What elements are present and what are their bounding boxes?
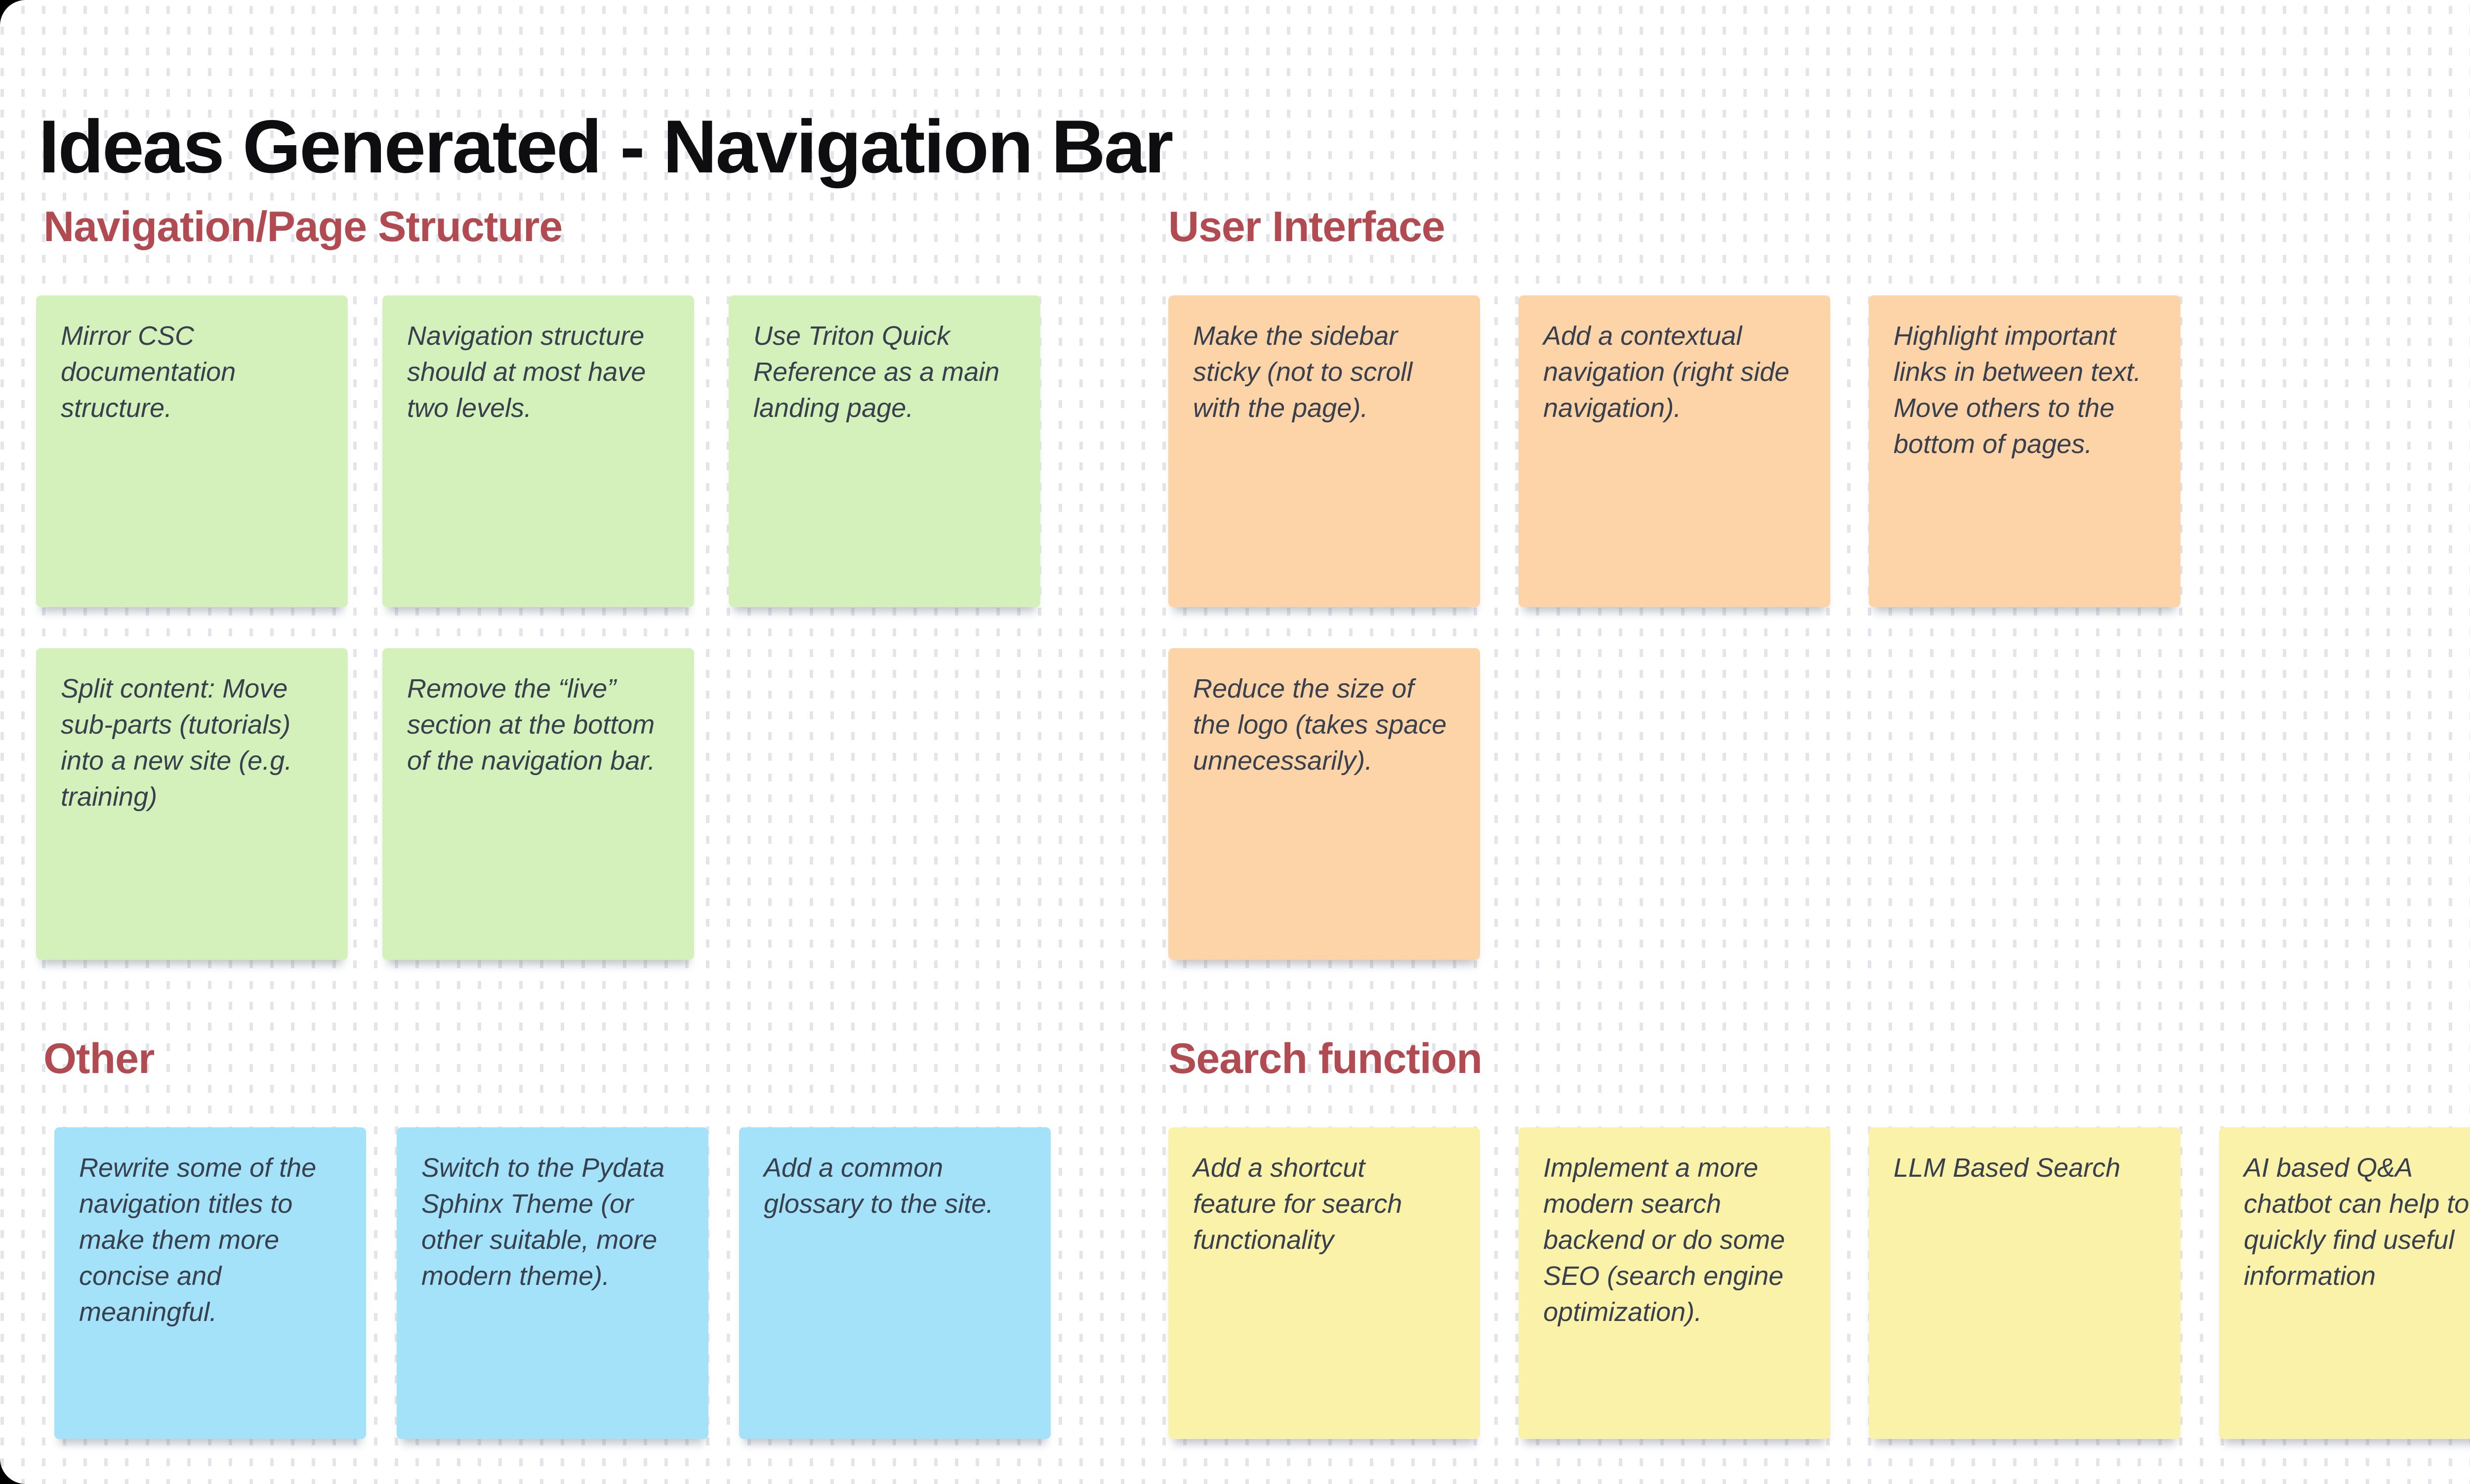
sticky-note-text: Use Triton Quick Reference as a main lan… [753, 321, 1000, 423]
sticky-note-text: Reduce the size of the logo (takes space… [1193, 674, 1447, 776]
sticky-note[interactable]: AI based Q&A chatbot can help to quickly… [2219, 1127, 2470, 1439]
sticky-note-text: Split content: Move sub-parts (tutorials… [61, 674, 292, 812]
sticky-note[interactable]: Mirror CSC documentation structure. [36, 295, 348, 607]
sticky-note-text: LLM Based Search [1894, 1153, 2121, 1183]
sticky-note[interactable]: Navigation structure should at most have… [382, 295, 694, 607]
sticky-note-text: Add a contextual navigation (right side … [1543, 321, 1790, 423]
sticky-note[interactable]: Add a common glossary to the site. [739, 1127, 1051, 1439]
note-group-search-function: Add a shortcut feature for search functi… [1168, 1127, 2470, 1439]
sticky-note-text: Switch to the Pydata Sphinx Theme (or ot… [421, 1153, 665, 1291]
sticky-note[interactable]: Highlight important links in between tex… [1869, 295, 2181, 607]
sticky-note[interactable]: Remove the “live” section at the bottom … [382, 648, 694, 960]
section-header-user-interface[interactable]: User Interface [1168, 203, 1445, 250]
sticky-note-text: Remove the “live” section at the bottom … [407, 674, 656, 776]
sticky-note[interactable]: Add a contextual navigation (right side … [1519, 295, 1830, 607]
sticky-note[interactable]: Make the sidebar sticky (not to scroll w… [1168, 295, 1480, 607]
sticky-note-text: Add a common glossary to the site. [764, 1153, 994, 1219]
section-header-navigation-page-structure[interactable]: Navigation/Page Structure [43, 203, 563, 250]
sticky-note-text: Add a shortcut feature for search functi… [1193, 1153, 1402, 1255]
sticky-note[interactable]: Implement a more modern search backend o… [1519, 1127, 1830, 1439]
sticky-note[interactable]: Use Triton Quick Reference as a main lan… [729, 295, 1040, 607]
sticky-note[interactable]: Split content: Move sub-parts (tutorials… [36, 648, 348, 960]
sticky-note-text: Implement a more modern search backend o… [1543, 1153, 1785, 1327]
board-title[interactable]: Ideas Generated - Navigation Bar [39, 104, 1174, 189]
section-header-other[interactable]: Other [43, 1035, 155, 1082]
sticky-note-text: Make the sidebar sticky (not to scroll w… [1193, 321, 1413, 423]
note-group-user-interface: Make the sidebar sticky (not to scroll w… [1168, 295, 2221, 960]
sticky-note-text: Navigation structure should at most have… [407, 321, 646, 423]
sticky-note-text: Mirror CSC documentation structure. [61, 321, 236, 423]
sticky-note[interactable]: Rewrite some of the navigation titles to… [54, 1127, 366, 1439]
sticky-note-text: AI based Q&A chatbot can help to quickly… [2244, 1153, 2470, 1291]
sticky-note-text: Rewrite some of the navigation titles to… [79, 1153, 317, 1327]
sticky-note[interactable]: LLM Based Search [1869, 1127, 2181, 1439]
sticky-note[interactable]: Reduce the size of the logo (takes space… [1168, 648, 1480, 960]
sticky-note-text: Highlight important links in between tex… [1894, 321, 2141, 459]
section-header-search-function[interactable]: Search function [1168, 1035, 1482, 1082]
sticky-note[interactable]: Switch to the Pydata Sphinx Theme (or ot… [397, 1127, 708, 1439]
note-group-navigation-page-structure: Mirror CSC documentation structure. Navig… [36, 295, 1078, 960]
sticky-note[interactable]: Add a shortcut feature for search functi… [1168, 1127, 1480, 1439]
note-group-other: Rewrite some of the navigation titles to… [54, 1127, 1107, 1439]
